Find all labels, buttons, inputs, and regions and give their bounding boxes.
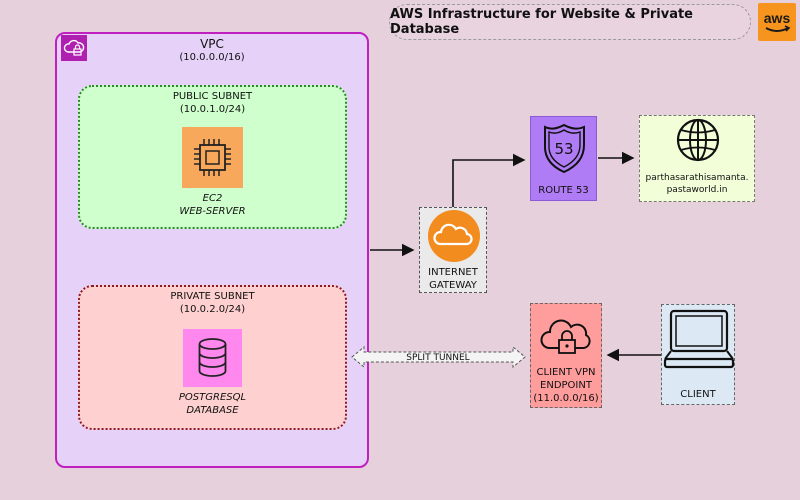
internet-gateway-label-block: INTERNET GATEWAY [415, 266, 491, 292]
website-url-line2: pastaworld.in [666, 185, 728, 195]
database-icon [198, 338, 227, 377]
laptop-icon [663, 309, 735, 369]
database-tile [183, 329, 242, 387]
client-vpn-label: CLIENT VPN [536, 367, 596, 378]
aws-logo-text: aws [764, 10, 791, 26]
route53-shield-icon: 53 [543, 123, 585, 174]
client-vpn-cidr: (11.0.0.0/16) [533, 393, 599, 404]
split-tunnel-arrow [351, 345, 526, 369]
igw-to-route53-arrow [452, 153, 526, 207]
client-vpn-endpoint [530, 303, 602, 408]
private-subnet-label-block: PRIVATE SUBNET (10.0.2.0/24) [78, 290, 347, 316]
website-label-block: parthasarathisamanta. pastaworld.in [639, 172, 755, 196]
vpc-label: VPC [200, 37, 224, 51]
aws-logo-icon: aws [764, 10, 791, 32]
database-label-block: POSTGRESQL DATABASE [150, 391, 275, 417]
internet-gateway [419, 207, 487, 293]
private-subnet-label: PRIVATE SUBNET [170, 291, 255, 302]
diagram-title-text: AWS Infrastructure for Website & Private… [390, 7, 693, 37]
globe-icon [676, 118, 720, 162]
website [639, 115, 755, 202]
route53-shield-text: 53 [554, 140, 573, 158]
vpc-cidr: (10.0.0.0/16) [179, 52, 245, 63]
route53: 53 [530, 116, 597, 201]
client-vpn-label-block: CLIENT VPN ENDPOINT (11.0.0.0/16) [525, 366, 607, 405]
ec2-label-block: EC2 WEB-SERVER [150, 192, 275, 218]
database-label: POSTGRESQL [178, 392, 247, 403]
website-url-line1: parthasarathisamanta. [645, 173, 749, 183]
client-label: CLIENT [680, 389, 716, 400]
internet-gateway-label: INTERNET [428, 267, 478, 278]
private-subnet-cidr: (10.0.2.0/24) [179, 304, 246, 315]
database-sublabel: DATABASE [186, 405, 239, 416]
ec2-tile [182, 127, 243, 188]
vpc-label-block: VPC (10.0.0.0/16) [55, 38, 369, 64]
cloud-icon [428, 210, 480, 262]
public-subnet-label: PUBLIC SUBNET [172, 91, 253, 102]
vpc-cloud-lock-icon [61, 35, 87, 61]
diagram-title: AWS Infrastructure for Website & Private… [389, 4, 751, 40]
aws-logo: aws [758, 3, 796, 41]
ec2-sublabel: WEB-SERVER [179, 206, 246, 217]
client [661, 304, 735, 405]
public-subnet-cidr: (10.0.1.0/24) [179, 104, 246, 115]
internet-gateway-sublabel: GATEWAY [429, 280, 477, 291]
cloud-lock-icon [540, 319, 591, 354]
public-subnet-label-block: PUBLIC SUBNET (10.0.1.0/24) [78, 90, 347, 116]
ec2-chip-icon [194, 139, 231, 176]
ec2-label: EC2 [202, 193, 223, 204]
split-tunnel-label: SPLIT TUNNEL [406, 353, 469, 363]
client-vpn-sublabel: ENDPOINT [540, 380, 592, 391]
route53-label: ROUTE 53 [538, 185, 589, 196]
